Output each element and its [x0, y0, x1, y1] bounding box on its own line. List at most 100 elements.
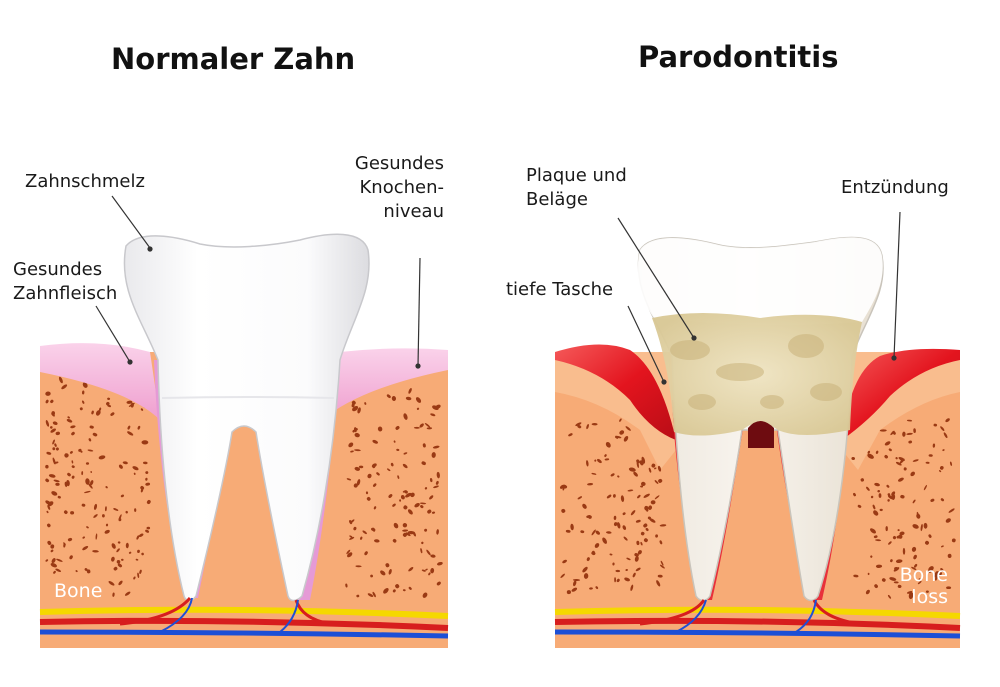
bone-pore: [377, 426, 383, 432]
bone-pore: [873, 535, 878, 539]
bone-pore: [429, 495, 434, 500]
bone-pore: [88, 483, 93, 489]
bone-pore: [50, 549, 54, 553]
bone-pore: [84, 568, 88, 571]
bone-pore: [624, 577, 630, 582]
bone-pore: [405, 492, 412, 498]
label-healthy-gum-line1: Gesundes: [13, 259, 103, 280]
bone-pore: [351, 403, 355, 408]
bone-pore: [949, 461, 953, 466]
bone-pore: [50, 399, 54, 404]
bone-pore: [885, 526, 888, 532]
bone-pore: [424, 528, 428, 532]
bone-pore: [98, 455, 106, 460]
bone-pore: [886, 484, 890, 488]
bone-pore: [632, 572, 636, 578]
bone-pore: [640, 531, 645, 536]
bone-pore: [422, 443, 426, 448]
bone-pore: [66, 480, 70, 487]
bone-pore: [111, 556, 115, 562]
bone-pore: [606, 531, 612, 534]
bone-pore: [636, 461, 639, 468]
bone-pore: [110, 412, 115, 416]
bone-pore: [397, 475, 400, 479]
bone-pore: [643, 493, 650, 498]
bone-pores: [45, 376, 443, 598]
bone-pore: [89, 425, 94, 429]
bone-pore: [659, 524, 667, 527]
bone-pore: [392, 589, 396, 593]
bone-pore: [580, 530, 585, 534]
bone-pore: [615, 569, 621, 573]
bone-pore: [58, 376, 63, 384]
bone-pore: [932, 443, 936, 448]
bone-pore: [82, 536, 85, 539]
bone-pore: [908, 592, 914, 600]
bone-pore: [654, 495, 660, 500]
bone-pore: [654, 467, 657, 470]
bone-pore: [647, 516, 651, 520]
bone-pore: [64, 453, 69, 458]
bone-pore: [433, 485, 439, 489]
bone-pore: [128, 551, 132, 554]
bone-pore: [133, 576, 136, 580]
leader-inflammation: [893, 211, 901, 359]
leader-healthy-gum: [95, 305, 131, 363]
bone-pore: [867, 450, 871, 454]
bone-pore: [616, 522, 621, 529]
bone-pore: [933, 423, 938, 427]
bone-pore: [45, 559, 49, 562]
bone-pore: [878, 493, 882, 498]
bone-pore: [617, 475, 620, 478]
bone-pore: [625, 426, 631, 431]
bone-pore: [139, 569, 142, 574]
bone-pore: [136, 535, 140, 540]
bone-pore: [898, 456, 905, 462]
bone-pore: [66, 418, 73, 423]
bone-pore: [364, 551, 368, 556]
bone-pore: [875, 450, 879, 454]
bone-pore: [940, 545, 944, 548]
bone-pore: [610, 473, 615, 477]
nerves-and-vessels: [39, 597, 449, 639]
bone-pore: [914, 563, 918, 568]
bone-pore: [587, 482, 594, 486]
bone-pore: [573, 580, 577, 587]
bone-pore: [946, 586, 952, 589]
bone-pore: [143, 461, 148, 465]
bone-pore: [582, 503, 587, 509]
bone-pore: [403, 505, 408, 510]
bone-pore: [575, 422, 582, 427]
bone-pore: [913, 428, 916, 433]
bone-pore: [125, 510, 128, 514]
bone-pore: [923, 484, 927, 491]
bone-pore: [897, 529, 900, 532]
label-enamel: Zahnschmelz: [25, 171, 145, 192]
label-bone-loss-line2: loss: [911, 586, 948, 608]
bone-pore: [106, 401, 110, 406]
label-healthy-bone-level: Gesundes Knochen- niveau: [338, 152, 444, 224]
bone-pore: [877, 489, 880, 493]
bone-pore: [894, 566, 899, 571]
bone-pore: [912, 524, 919, 529]
bone-pore: [656, 580, 661, 587]
inflamed-gum-left: [555, 344, 676, 440]
bone-pore: [71, 475, 75, 479]
bone-pore: [650, 500, 656, 505]
bone-pore: [92, 550, 99, 553]
bone-pore: [352, 405, 359, 412]
label-bone-level-line1: Gesundes: [354, 153, 444, 174]
bone-pore: [427, 509, 432, 514]
bone-pore: [51, 558, 56, 564]
root-canal-opening: [748, 421, 774, 448]
bone-pore: [614, 577, 617, 583]
bone-pore: [413, 426, 420, 429]
bone-pore: [421, 461, 426, 466]
bone-pore: [138, 533, 144, 538]
bone-pore: [81, 503, 86, 507]
bone-pore: [853, 574, 859, 578]
bone-pore: [419, 502, 427, 505]
bone-pore: [565, 529, 571, 533]
bone-pore: [606, 494, 612, 499]
